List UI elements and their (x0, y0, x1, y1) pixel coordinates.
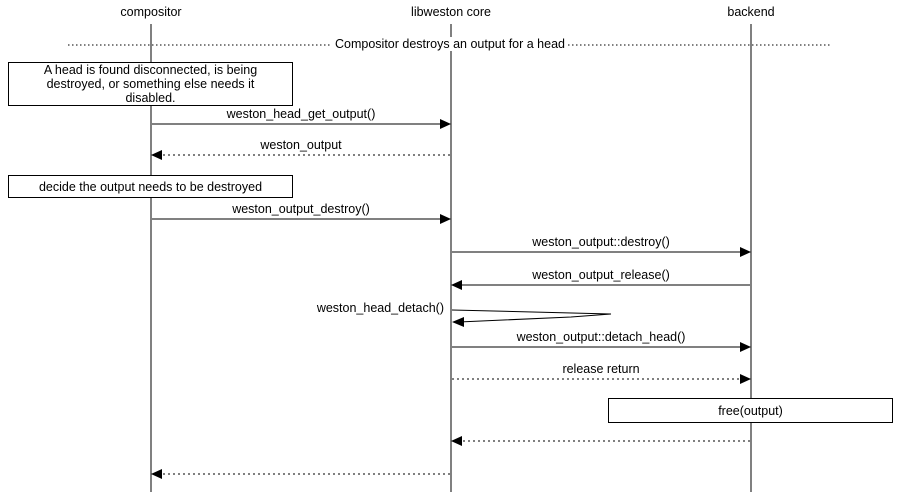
message-label-msg-weston-output-destroy: weston_output_destroy() (228, 202, 374, 216)
note-free-output-text: free(output) (718, 403, 783, 418)
note-free-output: free(output) (608, 398, 893, 423)
arrowhead-msg-weston-output-destroy (440, 214, 451, 224)
message-label-msg-weston-output-detach-head: weston_output::detach_head() (512, 330, 690, 344)
arrowhead-msg-weston-output-release (451, 280, 462, 290)
message-label-msg-release-return: release return (558, 362, 644, 376)
message-label-msg-weston-head-get-output: weston_head_get_output() (222, 107, 380, 121)
arrowhead-msg-weston-head-detach (452, 317, 464, 327)
note-decide-destroy: decide the output needs to be destroyed (8, 175, 293, 198)
arrowhead-msg-weston-output-destroy-vfunc (740, 247, 751, 257)
message-label-msg-weston-output-destroy-vfunc: weston_output::destroy() (528, 235, 674, 249)
arrowhead-msg-weston-head-get-output (440, 119, 451, 129)
message-arrow-group (151, 119, 751, 479)
message-label-msg-weston-head-detach: weston_head_detach() (312, 301, 448, 315)
lifeline-label-backend: backend (727, 5, 775, 19)
frame-title: Compositor destroys an output for a head (332, 37, 568, 51)
message-label-msg-weston-output-return: weston_output (256, 138, 346, 152)
arrowhead-msg-weston-output-detach-head (740, 342, 751, 352)
note-head-disconnected: A head is found disconnected, is being d… (8, 62, 293, 106)
lifeline-label-compositor: compositor (120, 5, 182, 19)
arrowhead-msg-release-return (740, 374, 751, 384)
message-label-msg-weston-output-release: weston_output_release() (528, 268, 674, 282)
note-head-disconnected-text: A head is found disconnected, is being d… (43, 63, 258, 105)
note-decide-destroy-text: decide the output needs to be destroyed (38, 179, 263, 194)
arrowhead-msg-backend-return (451, 436, 462, 446)
self-message-path-msg-weston-head-detach (451, 309, 612, 323)
arrowhead-msg-weston-output-return (151, 150, 162, 160)
arrowhead-msg-libweston-return (151, 469, 162, 479)
lifeline-label-libweston: libweston core (411, 5, 491, 19)
